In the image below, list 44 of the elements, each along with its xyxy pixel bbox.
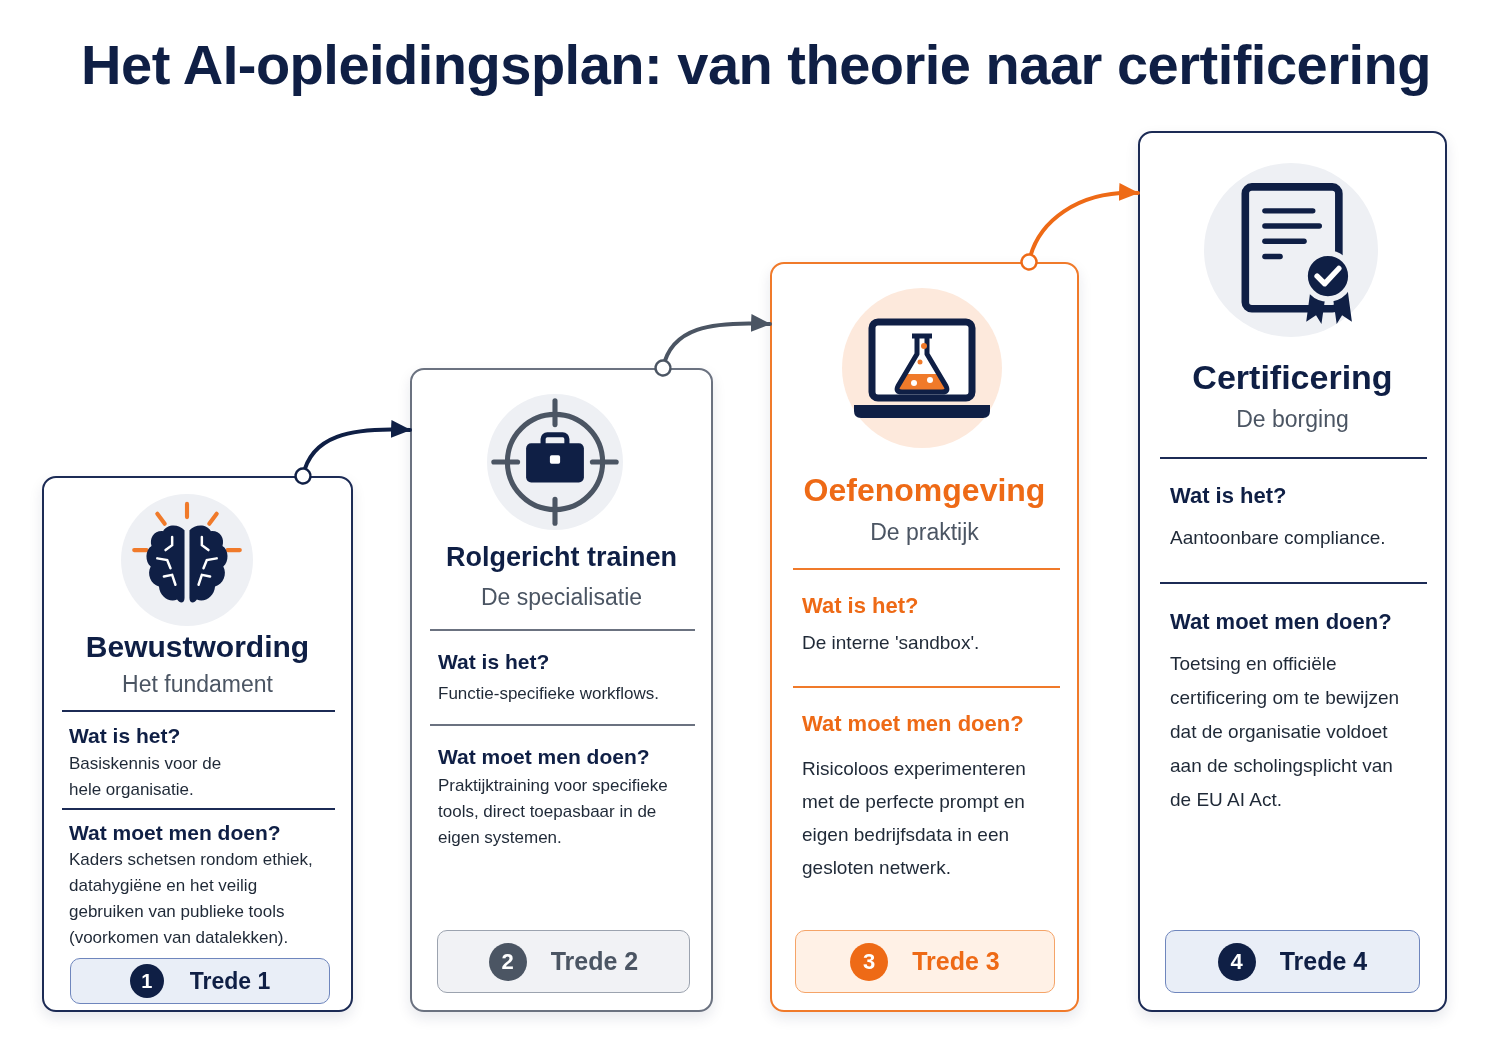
card-title: Rolgericht trainen (446, 541, 677, 574)
section-text: Functie-specifieke workflows. (438, 683, 660, 705)
step-pill (795, 930, 1055, 993)
step-label: Trede 2 (550, 947, 639, 976)
card-title: Oefenomgeving (803, 471, 1046, 510)
curved-arrow (1020, 183, 1140, 271)
step-number-badge: 3 (850, 942, 889, 981)
section-text: De interne 'sandbox'. (802, 630, 980, 655)
card-subtitle: De specialisatie (480, 583, 643, 612)
section-text: Aantoonbare compliance. (1170, 526, 1386, 550)
section-text: Praktijktraining voor specifieke tools, direct toepasbaar in de eigen systemen. (438, 775, 669, 849)
section-text: Basiskennis voor de hele organisatie. (69, 753, 223, 801)
step-card (1138, 131, 1447, 1012)
card-title: Bewustwording (85, 629, 310, 665)
step-card (410, 368, 713, 1012)
section-text: Risicoloos experimenteren met de perfecte prompt en eigen bedrijfsdata in een gesloten netwerk. (802, 756, 1027, 880)
card-subtitle: De praktijk (870, 518, 979, 547)
step-number-badge: 2 (488, 942, 527, 981)
section-text: Kaders schetsen rondom ethiek, datahygiëne en het veilig gebruiken van publieke tools (voorkomen van datalekken). (69, 849, 314, 949)
card-subtitle: De borging (1236, 405, 1349, 434)
section-heading: Wat moet men doen? (69, 820, 281, 846)
section-heading: Wat moet men doen? (438, 744, 650, 770)
step-label: Trede 4 (1279, 947, 1368, 976)
section-heading: Wat is het? (438, 649, 550, 675)
step-label: Trede 3 (912, 947, 1000, 976)
card-title: Certificering (1192, 357, 1393, 398)
step-card (770, 262, 1079, 1012)
step-pill (70, 958, 330, 1004)
section-text: Toetsing en officiële certificering om te bewijzen dat de organisatie voldoet aan de scholingsplicht van de EU AI Act. (1170, 652, 1401, 812)
step-pill (437, 930, 690, 993)
card-subtitle: Het fundament (122, 670, 273, 699)
section-heading: Wat is het? (802, 592, 919, 620)
step-pill (1165, 930, 1420, 993)
curved-arrow (294, 420, 412, 485)
step-number-badge: 1 (129, 964, 164, 998)
section-heading: Wat is het? (69, 723, 181, 749)
section-heading: Wat moet men doen? (802, 710, 1024, 738)
page-title: Het AI-opleidingsplan: van theorie naar certificering (81, 32, 1431, 98)
section-heading: Wat moet men doen? (1170, 608, 1392, 636)
step-number-badge: 4 (1217, 942, 1256, 981)
step-card (42, 476, 353, 1012)
curved-arrow (654, 314, 772, 377)
section-heading: Wat is het? (1170, 482, 1287, 510)
step-label: Trede 1 (189, 967, 271, 995)
